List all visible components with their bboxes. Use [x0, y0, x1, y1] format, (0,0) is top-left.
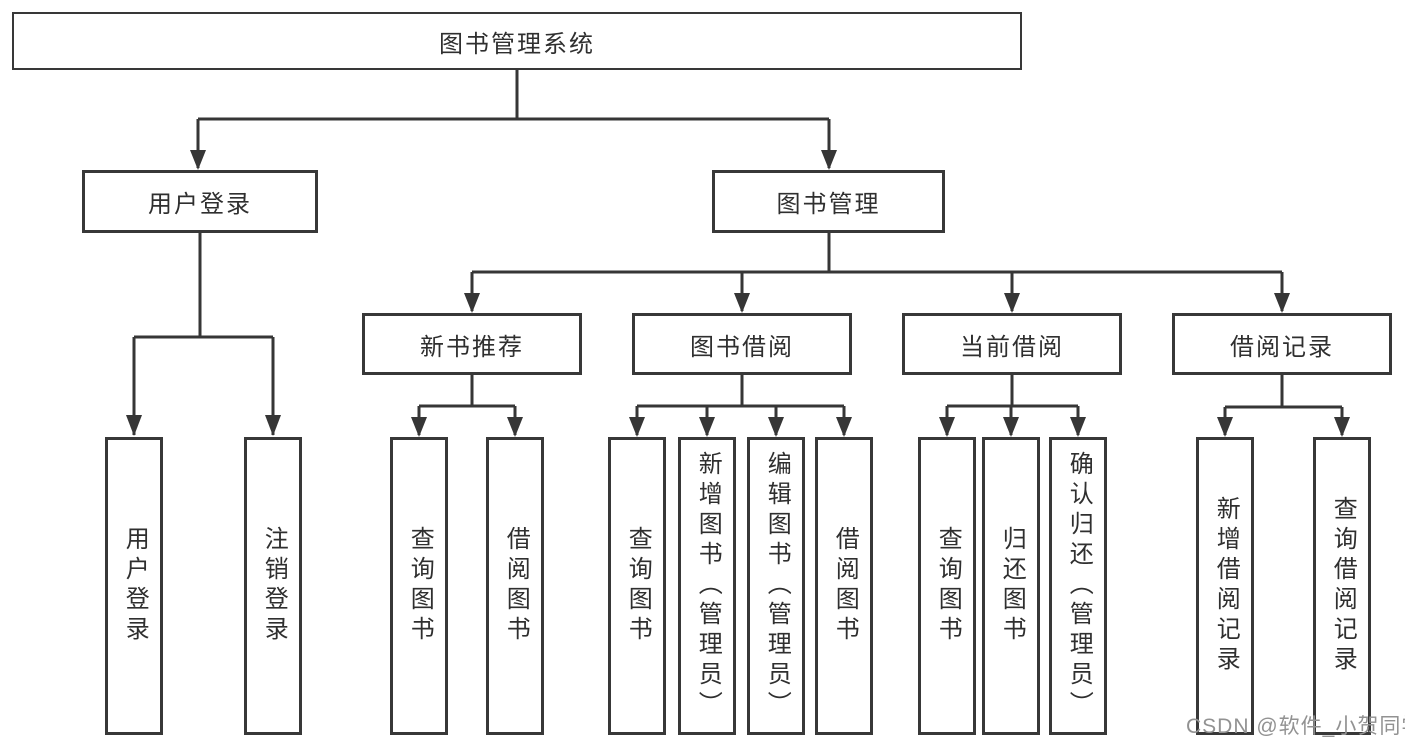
leaf-borrow-add-books-admin-label: 新增图书（管理员） [694, 451, 722, 721]
node-current-borrow: 当前借阅 [902, 313, 1122, 375]
leaf-borrow-borrow-books: 借阅图书 [815, 437, 873, 735]
leaf-newbook-borrow-books-label: 借阅图书 [502, 526, 530, 646]
leaf-records-add-record-label: 新增借阅记录 [1212, 496, 1240, 676]
leaf-records-query-record: 查询借阅记录 [1313, 437, 1371, 735]
node-book-management: 图书管理 [712, 170, 945, 233]
leaf-records-add-record: 新增借阅记录 [1196, 437, 1254, 735]
leaf-newbook-query-books-label: 查询图书 [406, 526, 434, 646]
node-book-borrow-label: 图书借阅 [690, 333, 794, 361]
arrowhead [190, 150, 206, 170]
leaf-current-return-books-label: 归还图书 [998, 526, 1026, 646]
leaf-current-query-books: 查询图书 [918, 437, 976, 735]
leaf-records-query-record-label: 查询借阅记录 [1329, 496, 1357, 676]
node-borrow-records: 借阅记录 [1172, 313, 1392, 375]
leaf-borrow-edit-books-admin-label: 编辑图书（管理员） [763, 451, 791, 721]
arrowhead [265, 415, 281, 436]
arrowhead [1334, 417, 1350, 437]
node-borrow-records-label: 借阅记录 [1230, 333, 1334, 361]
node-new-book-recommend: 新书推荐 [362, 313, 582, 375]
arrowhead [836, 417, 852, 437]
arrowhead [464, 293, 480, 313]
leaf-borrow-query-books: 查询图书 [608, 437, 666, 735]
arrowhead [699, 417, 715, 437]
arrowhead [821, 150, 837, 170]
arrowhead [1274, 293, 1290, 313]
connector-bookmgmt-to-level3 [470, 233, 1284, 311]
node-current-borrow-label: 当前借阅 [960, 333, 1064, 361]
connector-root-to-level2 [196, 70, 831, 168]
leaf-logout-label: 注销登录 [260, 526, 288, 646]
leaf-borrow-edit-books-admin: 编辑图书（管理员） [747, 437, 805, 735]
leaf-borrow-query-books-label: 查询图书 [624, 526, 652, 646]
arrowhead [734, 293, 750, 313]
arrowhead [1070, 417, 1086, 437]
leaf-user-login: 用户登录 [105, 437, 163, 735]
connector-userlogin-to-leaves [132, 233, 275, 435]
leaf-user-login-label: 用户登录 [121, 526, 149, 646]
leaf-borrow-add-books-admin: 新增图书（管理员） [678, 437, 736, 735]
arrowhead [1217, 417, 1233, 437]
connector-paths [132, 70, 1344, 435]
arrowhead [768, 417, 784, 437]
node-user-login: 用户登录 [82, 170, 318, 233]
leaf-current-confirm-return-admin-label: 确认归还（管理员） [1065, 451, 1093, 721]
arrowhead [1003, 417, 1019, 437]
arrowhead [939, 417, 955, 437]
arrowhead [1004, 293, 1020, 313]
leaf-newbook-query-books: 查询图书 [390, 437, 448, 735]
leaf-newbook-borrow-books: 借阅图书 [486, 437, 544, 735]
csdn-watermark: CSDN @软件_小贺同学 [1186, 715, 1405, 738]
arrowhead [126, 415, 142, 436]
node-user-login-label: 用户登录 [148, 191, 252, 218]
node-new-book-recommend-label: 新书推荐 [420, 333, 524, 361]
arrowhead [629, 417, 645, 437]
leaf-current-query-books-label: 查询图书 [934, 526, 962, 646]
node-book-management-label: 图书管理 [776, 191, 881, 218]
leaf-logout: 注销登录 [244, 437, 302, 735]
node-root-label: 图书管理系统 [439, 30, 595, 58]
arrowhead [507, 417, 523, 437]
connector-newbook-to-leaves [417, 375, 517, 435]
connector-records-to-leaves [1223, 375, 1344, 435]
arrowheads [126, 150, 1350, 437]
node-root-system: 图书管理系统 [12, 12, 1022, 70]
leaf-current-return-books: 归还图书 [982, 437, 1040, 735]
arrowhead [411, 417, 427, 437]
leaf-current-confirm-return-admin: 确认归还（管理员） [1049, 437, 1107, 735]
connector-borrow-to-leaves [635, 375, 846, 435]
node-book-borrow: 图书借阅 [632, 313, 852, 375]
leaf-borrow-borrow-books-label: 借阅图书 [831, 526, 859, 646]
